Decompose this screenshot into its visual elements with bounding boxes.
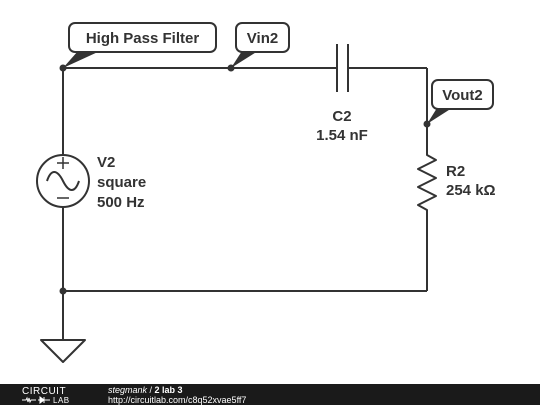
vout-label: Vout2	[442, 87, 483, 104]
source-type: square	[97, 174, 146, 191]
voltage-source-symbol	[36, 154, 90, 208]
capacitor-symbol	[336, 44, 349, 92]
circuit-url-link[interactable]: http://circuitlab.com/c8q52xvae5ff7	[108, 395, 246, 405]
resistor-symbol	[417, 150, 437, 212]
author-name: stegmank	[108, 385, 148, 395]
brand-name: CIRCUIT	[22, 386, 66, 397]
resistor-name: R2	[446, 163, 465, 180]
filter-title-label: High Pass Filter	[86, 30, 200, 47]
net-label-filter-title: High Pass Filter	[63, 22, 217, 68]
source-name: V2	[97, 154, 115, 171]
capacitor-value: 1.54 nF	[316, 127, 368, 144]
circuit-credit: stegmank / 2 lab 3	[108, 385, 183, 395]
net-label-vout: Vout2	[427, 79, 494, 124]
resistor-value: 254 kΩ	[446, 182, 496, 199]
junction-dot	[59, 287, 67, 295]
source-frequency: 500 Hz	[97, 194, 145, 211]
ground-symbol	[40, 339, 86, 363]
circuit-title: 2 lab 3	[155, 385, 183, 395]
brand-logo-icon	[22, 396, 50, 404]
brand-sub: LAB	[53, 396, 70, 405]
wires	[62, 67, 428, 340]
net-label-vin: Vin2	[231, 22, 290, 68]
footer-bar: CIRCUIT LAB stegmank / 2 lab 3 http://ci…	[0, 384, 540, 405]
capacitor-name: C2	[332, 108, 351, 125]
credit-separator: /	[147, 385, 155, 395]
vin-label: Vin2	[247, 30, 278, 47]
